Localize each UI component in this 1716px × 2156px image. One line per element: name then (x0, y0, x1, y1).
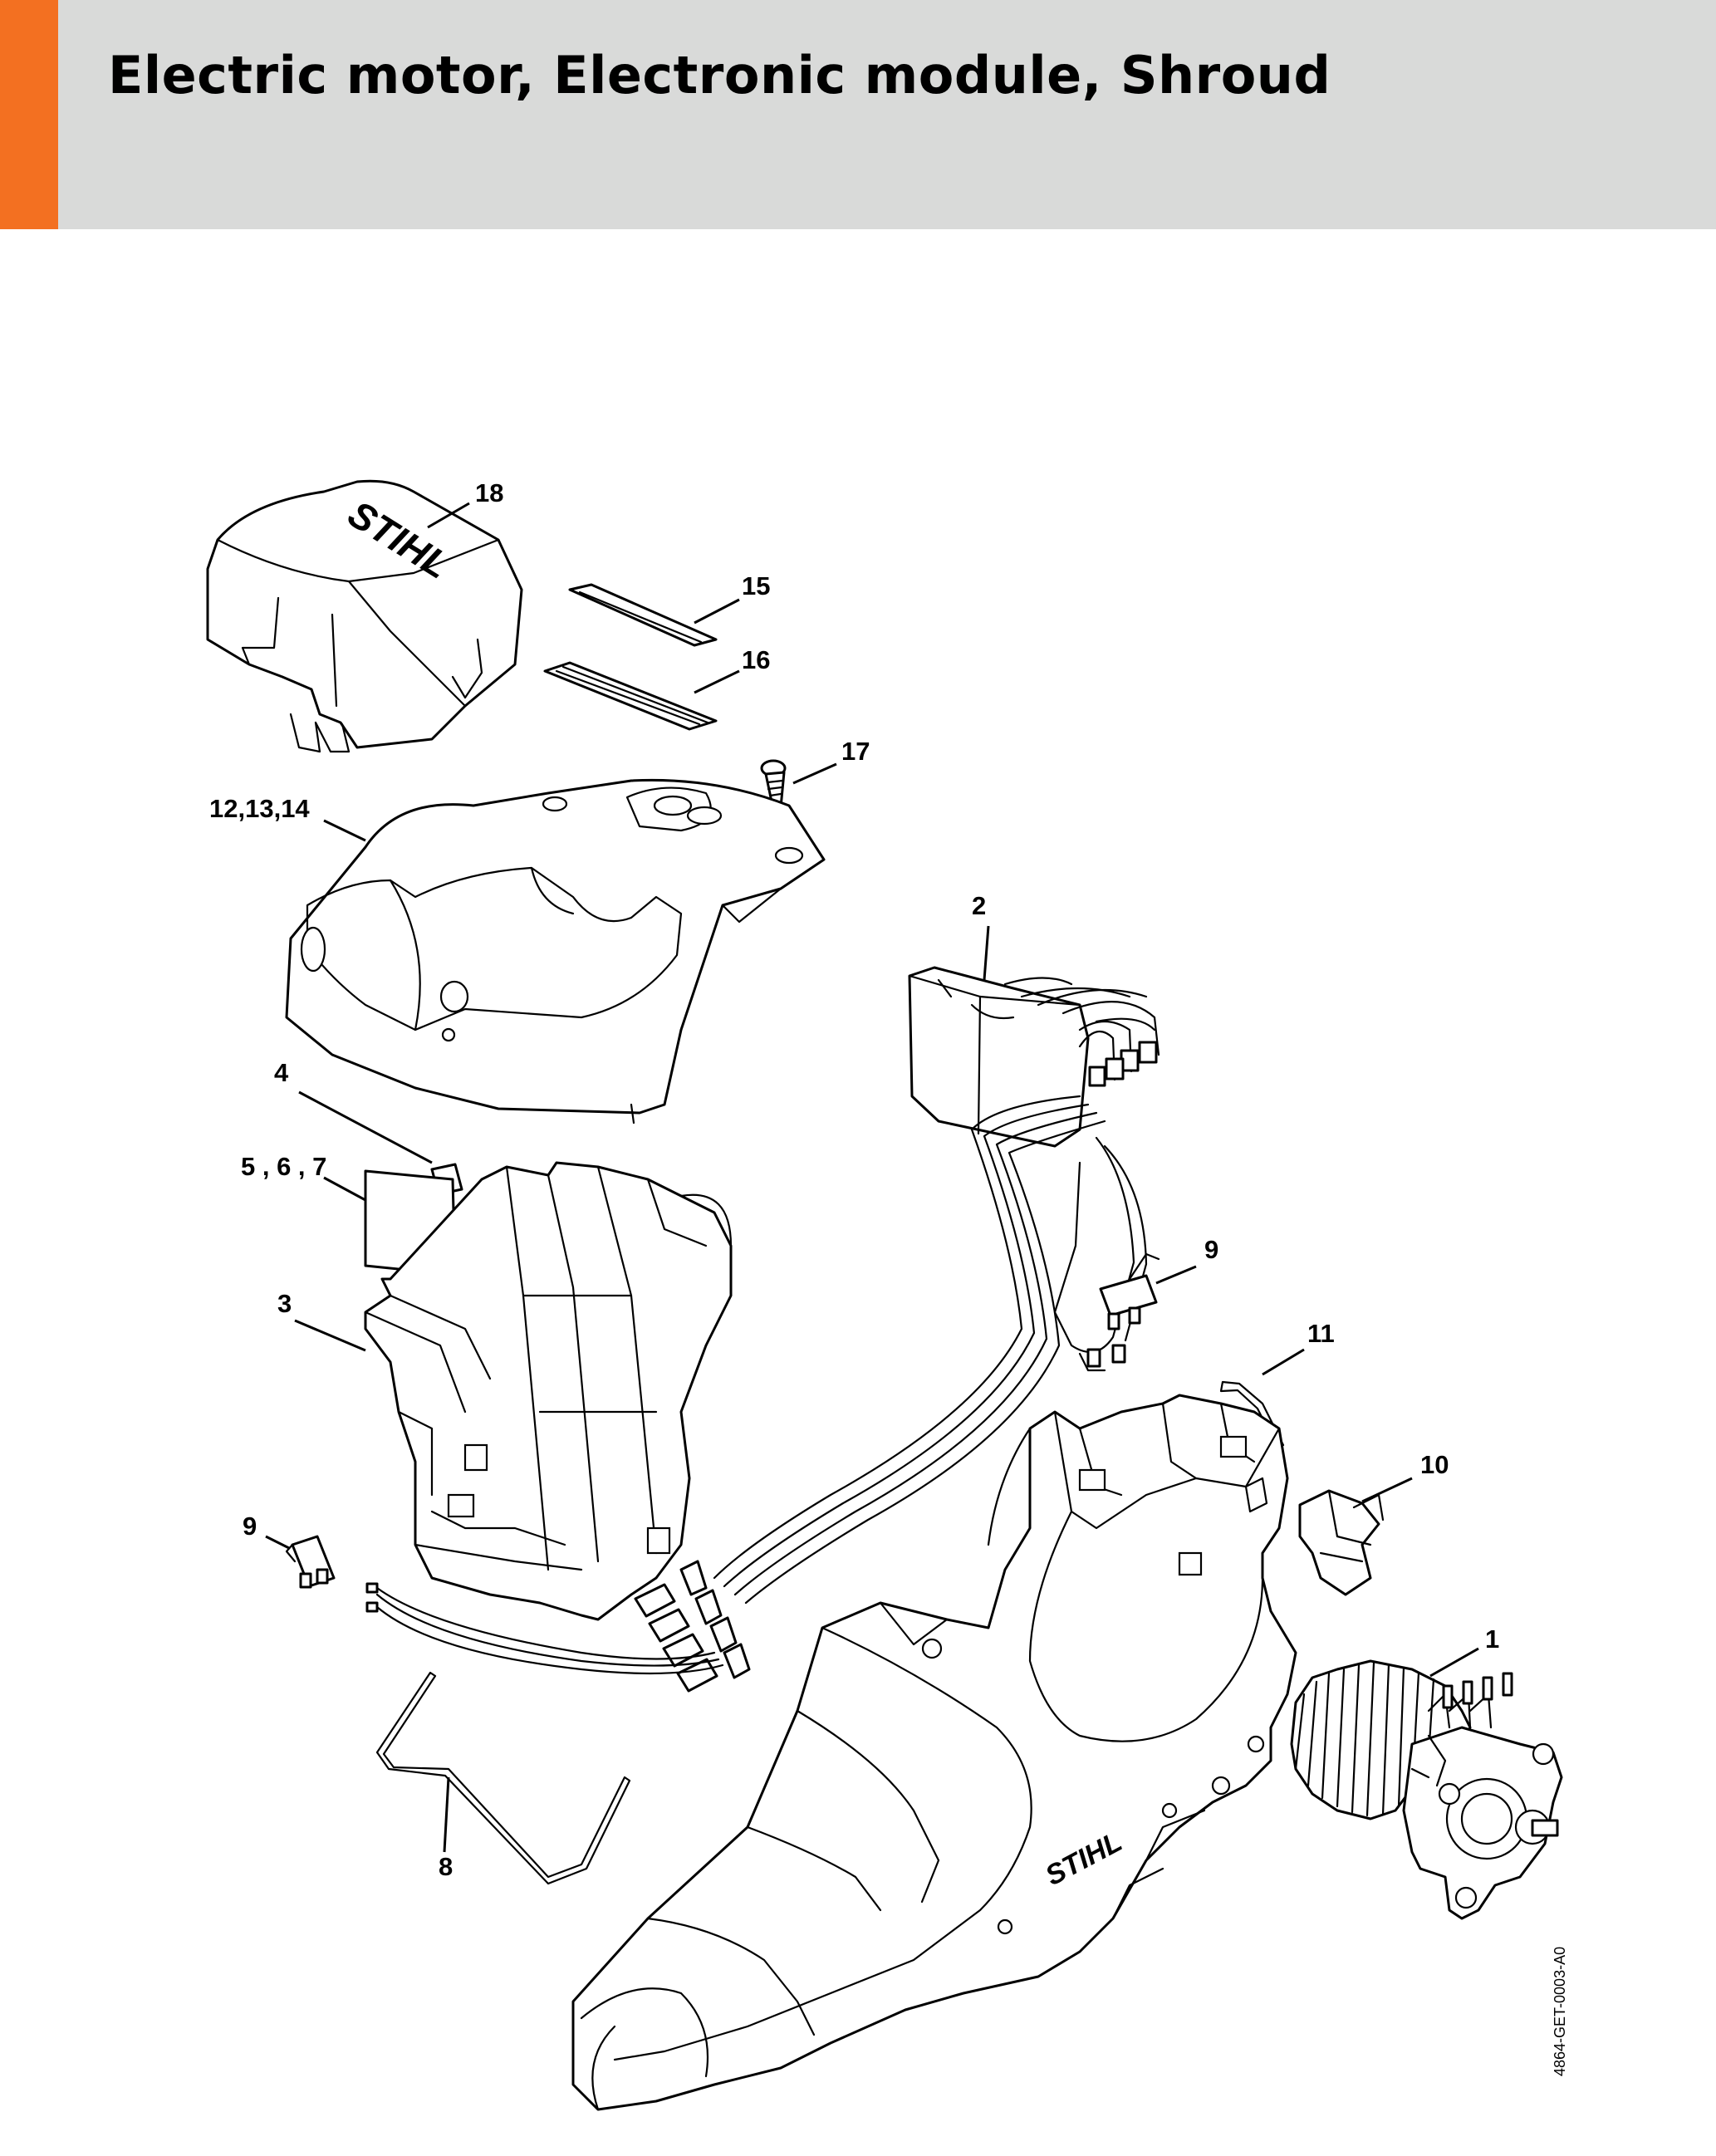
callout-16: 16 (742, 645, 770, 674)
part-8-wire-bracket (375, 1671, 631, 1885)
part-1-electric-motor (1290, 1659, 1563, 1920)
part-9-left-wires (365, 1582, 724, 1675)
part-10-bracket (1298, 1489, 1385, 1596)
main-housing: STIHL (571, 1394, 1297, 2111)
callout-9-right: 9 (1204, 1235, 1218, 1264)
callout-15: 15 (742, 571, 770, 600)
callout-17: 17 (841, 737, 870, 766)
callout-4: 4 (274, 1058, 289, 1087)
wiring-harness (634, 1095, 1148, 1693)
callout-1: 1 (1485, 1624, 1499, 1654)
callout-5-6-7: 5 , 6 , 7 (241, 1152, 326, 1181)
callout-12-13-14: 12,13,14 (209, 794, 310, 823)
callout-10: 10 (1420, 1450, 1449, 1479)
callout-18: 18 (475, 478, 503, 507)
part-15-label-strip (568, 583, 718, 647)
callout-leaders (265, 502, 1479, 1853)
part-11-spring-clip (1219, 1380, 1285, 1450)
drawing-reference: 4864-GET-0003-A0 (1552, 1947, 1568, 2076)
part-2-electronic-module (908, 966, 1160, 1148)
part-18-top-cover: STIHL (206, 479, 523, 753)
part-3-housing-frame (364, 1161, 733, 1621)
callout-8: 8 (439, 1852, 453, 1881)
part-12-handle-shroud (285, 778, 826, 1125)
callout-3: 3 (277, 1289, 292, 1318)
callout-9-left: 9 (243, 1512, 257, 1541)
svg-text:4864-GET-0003-A0: 4864-GET-0003-A0 (1552, 1947, 1568, 2076)
part-9-microswitch-left (285, 1535, 336, 1589)
callout-2: 2 (972, 891, 986, 920)
part-17-screw (760, 759, 787, 809)
part-16-label-strip (543, 661, 718, 731)
callout-11: 11 (1307, 1319, 1335, 1348)
page-header: Electric motor, Electronic module, Shrou… (0, 0, 1716, 229)
part-9-microswitch-right (1078, 1252, 1160, 1372)
page-title: Electric motor, Electronic module, Shrou… (108, 45, 1331, 105)
callout-labels: 18 15 16 17 12,13,14 2 4 5 , 6 , 7 9 3 1… (209, 478, 1499, 1881)
header-accent-bar (0, 0, 58, 229)
